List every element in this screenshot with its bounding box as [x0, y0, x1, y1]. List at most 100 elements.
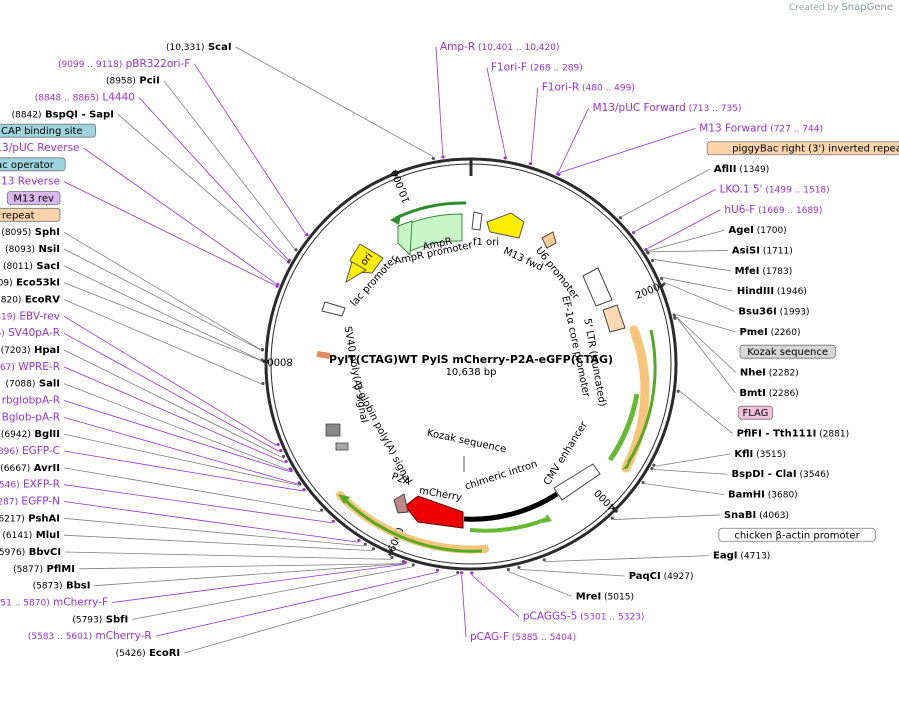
site-label-eagi[interactable]: EagI (4713): [713, 551, 770, 562]
site-marker: [363, 542, 367, 546]
site-label-egfp-n[interactable]: (6266 .. 6287) EGFP-N: [0, 496, 60, 508]
site-label-hu6-f[interactable]: hU6-F (1669 .. 1689): [724, 204, 822, 216]
site-label-bglob-pa-r[interactable]: (6945 .. 6964) Bglob-pA-R: [0, 411, 60, 423]
site-name: mCherry-R: [92, 630, 152, 642]
site-label-pbr322ori-f[interactable]: (9099 .. 9118) pBR322ori-F: [58, 58, 190, 70]
site-label-eco53ki[interactable]: (8009) Eco53kI: [0, 278, 60, 289]
site-label-egfp-c[interactable]: (6875 .. 6896) EGFP-C: [0, 445, 60, 457]
site-name: NheI: [740, 368, 766, 379]
site-label-ebv-rev[interactable]: (7300 .. 7319) EBV-rev: [0, 310, 60, 322]
site-label-f1ori-r[interactable]: F1ori-R (480 .. 499): [542, 82, 635, 94]
site-label-text: M13 Forward (727 .. 744): [699, 122, 823, 134]
site-label-rbglobpa-r[interactable]: (7064 .. 7083) rbglobpA-R: [0, 395, 60, 407]
site-label-ecori[interactable]: (5426) EcoRI: [116, 648, 180, 659]
site-label-l4440[interactable]: (8848 .. 8865) L4440: [35, 92, 135, 104]
site-label-m13-rev[interactable]: M13 rev: [6, 191, 61, 205]
site-label-lac-operator[interactable]: lac operator: [0, 157, 66, 172]
site-marker: [528, 162, 533, 166]
site-label-mlui[interactable]: (6141) MluI: [2, 530, 60, 541]
site-label-agei[interactable]: AgeI (1700): [729, 225, 787, 236]
site-label-m13-puc-forward[interactable]: M13/pUC Forward (713 .. 735): [593, 102, 742, 114]
site-label-text: (8011) SacI: [3, 261, 60, 272]
site-marker: [503, 156, 507, 160]
site-label-text: (6875 .. 6896) EGFP-C: [0, 445, 60, 457]
site-label-kfli[interactable]: KflI (3515): [734, 449, 786, 460]
site-label-bsu36i[interactable]: Bsu36I (1993): [738, 306, 809, 317]
site-label-pcag-f[interactable]: pCAG-F (5385 .. 5404): [470, 631, 576, 643]
site-label-bglii[interactable]: (6942) BglII: [1, 429, 60, 440]
site-label-mrei[interactable]: MreI (5015): [576, 591, 634, 602]
site-label-hindiii[interactable]: HindIII (1946): [737, 286, 807, 297]
site-coord: (727 .. 744): [767, 124, 823, 134]
site-marker: [652, 463, 656, 467]
site-label-m13-forward[interactable]: M13 Forward (727 .. 744): [699, 122, 823, 134]
site-label-pmei[interactable]: PmeI (2260): [739, 327, 800, 338]
site-label-bamhi[interactable]: BamHI (3680): [728, 490, 798, 501]
site-label-pflfi[interactable]: PflFI - Tth111I (2881): [737, 429, 850, 440]
site-label-bspqi[interactable]: (8842) BspQI - SapI: [12, 109, 114, 120]
site-label-aflii[interactable]: AflII (1349): [714, 164, 769, 175]
site-label-flag[interactable]: FLAG: [737, 405, 774, 420]
site-label-sbfi[interactable]: (5793) SbfI: [72, 614, 128, 625]
site-label-mcherry-f[interactable]: (5851 .. 5870) mCherry-F: [0, 597, 108, 609]
site-label-kozak-sequence[interactable]: Kozak sequence: [739, 344, 836, 359]
site-label-text: (8617 .. 8633) M13 Reverse: [0, 176, 60, 188]
site-marker: [261, 381, 265, 386]
site-label-text: Amp-R (10,401 .. 10,420): [440, 41, 559, 53]
leader-line: [65, 551, 392, 560]
site-label-f1ori-f[interactable]: F1ori-F (268 .. 289): [491, 61, 583, 73]
site-coord: (1946): [774, 287, 807, 297]
site-coord: (3680): [765, 491, 798, 501]
site-name: pCAG-F: [470, 631, 509, 643]
site-label-pcaggs-5[interactable]: pCAGGS-5 (5301 .. 5323): [523, 611, 645, 623]
site-label-asisi[interactable]: AsiSI (1711): [732, 245, 793, 256]
site-name: EcoRI: [146, 648, 181, 659]
site-label-pcii[interactable]: (8958) PciI: [106, 76, 160, 87]
site-label-text: (7203) HpaI: [1, 345, 60, 356]
site-label-ecorv[interactable]: (7820) EcoRV: [0, 295, 60, 306]
site-label-piggybac-left-5-inverted-repeat[interactable]: piggyBac left (5') inverted repeat: [0, 207, 61, 222]
site-label-nsii[interactable]: (8093) NsiI: [5, 244, 60, 255]
site-label-text: (6266 .. 6287) EGFP-N: [0, 496, 60, 508]
site-label-bbsi[interactable]: (5873) BbsI: [33, 581, 91, 592]
site-name: M13/pUC Reverse: [0, 142, 80, 154]
site-label-m13-reverse[interactable]: (8617 .. 8633) M13 Reverse: [0, 176, 60, 188]
site-label-pshai[interactable]: (6217) PshAI: [0, 513, 60, 524]
site-name: mCherry-F: [50, 597, 108, 609]
site-name: BbsI: [63, 581, 91, 592]
site-label-chicken-actin-promoter[interactable]: chicken β-actin promoter: [718, 527, 876, 542]
site-label-pflmi[interactable]: (5877) PflMI: [13, 564, 75, 575]
site-name: BbvCI: [25, 547, 61, 558]
site-label-mfei[interactable]: MfeI (1783): [735, 266, 793, 277]
site-label-sphi[interactable]: (8095) SphI: [1, 227, 60, 238]
site-label-scai[interactable]: (10,331) ScaI: [166, 42, 232, 53]
site-label-text: (6141) MluI: [2, 530, 60, 541]
leader-line: [665, 282, 735, 312]
site-marker: [506, 568, 510, 572]
site-label-snabi[interactable]: SnaBI (4063): [724, 510, 789, 521]
site-label-saci[interactable]: (8011) SacI: [3, 261, 60, 272]
site-label-lko-1-5[interactable]: LKO.1 5' (1499 .. 1518): [720, 183, 830, 195]
site-label-bmti[interactable]: BmtI (2286): [739, 388, 798, 399]
site-label-m13-puc-reverse[interactable]: (8630 .. 8652) M13/pUC Reverse: [0, 142, 80, 154]
site-label-amp-r[interactable]: Amp-R (10,401 .. 10,420): [440, 41, 559, 53]
site-label-mcherry-r[interactable]: (5583 .. 5601) mCherry-R: [28, 630, 152, 642]
site-label-avrii[interactable]: (6667) AvrII: [0, 463, 60, 474]
site-label-bbvci[interactable]: (5976) BbvCI: [0, 547, 61, 558]
site-label-nhei[interactable]: NheI (2282): [740, 368, 799, 379]
site-label-sali[interactable]: (7088) SalI: [5, 379, 60, 390]
site-name: WPRE-R: [15, 361, 60, 373]
site-label-wpre-r[interactable]: (7147 .. 7167) WPRE-R: [0, 361, 60, 373]
feature-label-f1-ori: f1 ori: [473, 237, 499, 248]
site-label-cap-binding-site[interactable]: CAP binding site: [0, 123, 97, 138]
site-label-sv40pa-r[interactable]: (7246 .. 7265) SV40pA-R: [0, 327, 60, 339]
leader-line: [676, 314, 736, 333]
site-label-piggybac-right-3-inverted-repeat[interactable]: piggyBac right (3') inverted repeat: [706, 141, 899, 156]
site-label-exfp-r[interactable]: (6527 .. 6546) EXFP-R: [0, 479, 60, 491]
site-coord: (2881): [816, 430, 849, 440]
site-label-bspdi[interactable]: BspDI - ClaI (3546): [731, 469, 829, 480]
ring-tick: [611, 506, 619, 514]
site-label-hpai[interactable]: (7203) HpaI: [1, 345, 60, 356]
site-label-paqci[interactable]: PaqCI (4927): [629, 571, 694, 582]
